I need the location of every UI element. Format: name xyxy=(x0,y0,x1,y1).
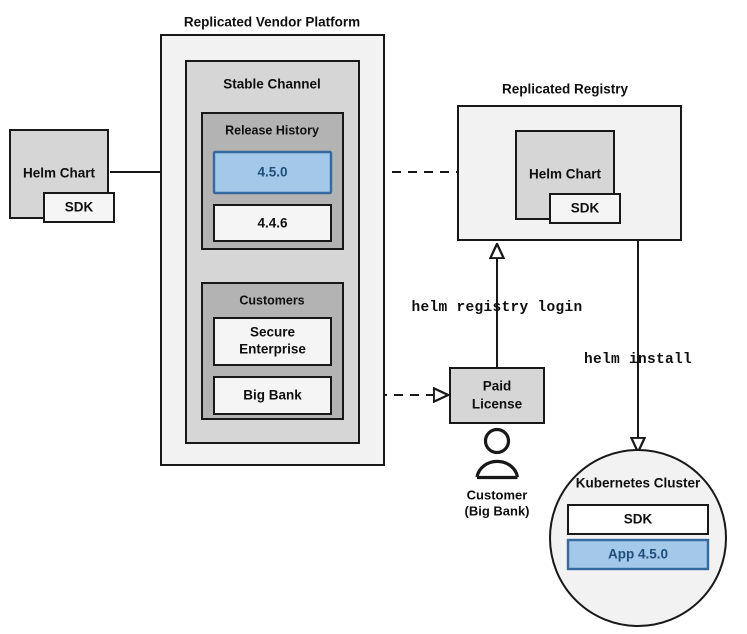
paid-license-box xyxy=(449,367,545,424)
customer-secure-enterprise-label-line2: Enterprise xyxy=(239,342,306,357)
person-icon xyxy=(475,427,520,480)
kubernetes-cluster-circle xyxy=(549,449,727,627)
release-item-450-label: 4.5.0 xyxy=(257,165,287,180)
customers-title: Customers xyxy=(239,293,304,307)
vendor-platform-title: Replicated Vendor Platform xyxy=(184,15,360,30)
registry-helm-chart-label: Helm Chart xyxy=(529,167,602,182)
release-item-446[interactable] xyxy=(213,204,332,242)
release-history-title: Release History xyxy=(225,123,319,137)
stable-channel-title: Stable Channel xyxy=(223,77,321,92)
customer-secure-enterprise[interactable] xyxy=(213,317,332,366)
command-helm-install: helm install xyxy=(584,352,692,368)
registry-sdk-box xyxy=(549,193,621,224)
customer-actor-label-line1: Customer xyxy=(467,487,528,502)
cluster-item-sdk[interactable] xyxy=(567,504,709,535)
release-item-446-label: 4.4.6 xyxy=(257,216,288,231)
cluster-item-app-label: App 4.5.0 xyxy=(608,547,668,562)
paid-license-label-line2: License xyxy=(472,397,523,412)
source-sdk-box xyxy=(43,192,115,223)
release-item-450[interactable] xyxy=(212,150,333,195)
registry-sdk-label: SDK xyxy=(571,201,600,216)
kubernetes-cluster-title: Kubernetes Cluster xyxy=(576,476,701,491)
customer-big-bank[interactable] xyxy=(213,376,332,415)
registry-title: Replicated Registry xyxy=(502,82,629,97)
command-helm-registry-login: helm registry login xyxy=(411,300,582,316)
customer-secure-enterprise-label-line1: Secure xyxy=(250,325,296,340)
cluster-item-sdk-label: SDK xyxy=(624,512,653,527)
source-sdk-label: SDK xyxy=(65,200,94,215)
cluster-item-app[interactable] xyxy=(566,538,710,571)
customer-big-bank-label: Big Bank xyxy=(243,388,302,403)
paid-license-label-line1: Paid xyxy=(483,379,512,394)
customer-actor-label-line2: (Big Bank) xyxy=(465,503,530,518)
source-helm-chart-label: Helm Chart xyxy=(23,166,96,181)
